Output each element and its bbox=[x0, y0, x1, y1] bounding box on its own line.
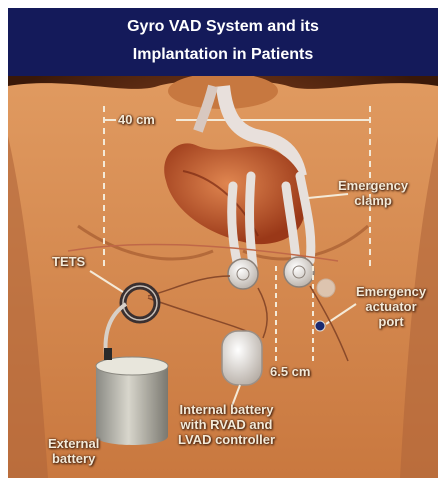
depth-measure-label: 6.5 cm bbox=[270, 364, 310, 379]
internal-battery-line-3: LVAD controller bbox=[178, 432, 275, 447]
battery-connector bbox=[104, 348, 112, 360]
internal-battery-line-2: with RVAD and bbox=[178, 417, 275, 432]
lvad-pump bbox=[284, 257, 314, 287]
external-battery-label: External battery bbox=[48, 436, 99, 466]
emergency-clamp-label: Emergency clamp bbox=[338, 178, 408, 208]
rvad-outflow bbox=[250, 176, 253, 266]
actuator-port-line-3: port bbox=[356, 314, 426, 329]
rvad-pump bbox=[228, 259, 258, 289]
internal-battery-label: Internal battery with RVAD and LVAD cont… bbox=[178, 402, 275, 447]
emergency-clamp-line-1: Emergency bbox=[338, 178, 408, 193]
internal-battery-line-1: Internal battery bbox=[178, 402, 275, 417]
external-battery-line-2: battery bbox=[48, 451, 99, 466]
title-banner: Gyro VAD System and its Implantation in … bbox=[8, 8, 438, 76]
external-battery bbox=[96, 366, 168, 445]
title-line-2: Implantation in Patients bbox=[8, 46, 438, 64]
actuator-port-line-2: actuator bbox=[356, 299, 426, 314]
internal-battery-controller bbox=[222, 331, 262, 385]
external-battery-line-1: External bbox=[48, 436, 99, 451]
emergency-clamp-line-2: clamp bbox=[338, 193, 408, 208]
tets-label: TETS bbox=[52, 254, 85, 269]
emergency-actuator-port bbox=[315, 321, 325, 331]
illustration-frame: Gyro VAD System and its Implantation in … bbox=[8, 8, 438, 478]
emergency-actuator-port-label: Emergency actuator port bbox=[356, 284, 426, 329]
title-line-1: Gyro VAD System and its bbox=[8, 18, 438, 36]
width-measure-label: 40 cm bbox=[118, 112, 155, 127]
actuator-port-line-1: Emergency bbox=[356, 284, 426, 299]
emergency-port-upper bbox=[317, 279, 335, 297]
